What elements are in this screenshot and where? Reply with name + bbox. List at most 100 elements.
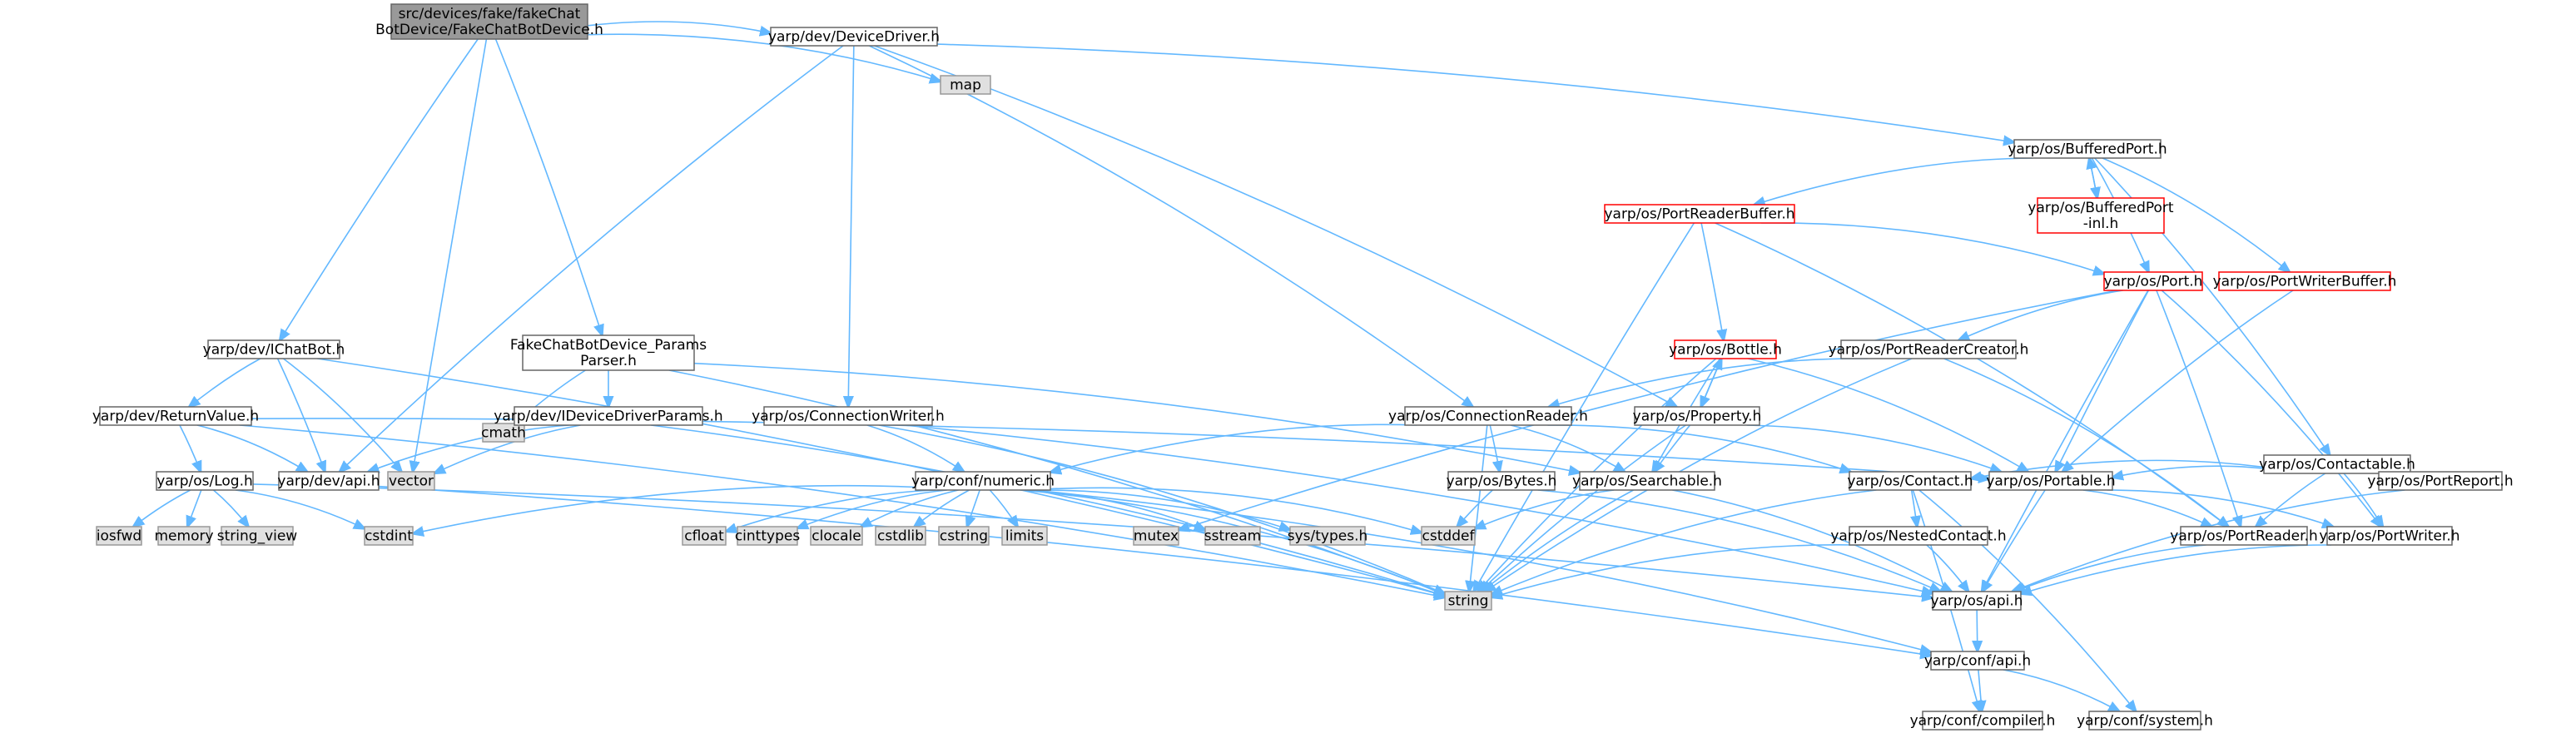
edge-contact-to-string: [1491, 489, 1877, 594]
node-searchable[interactable]: yarp/os/Searchable.h: [1572, 471, 1722, 491]
edge-numeric-to-cstddef: [1050, 487, 1422, 532]
node-compiler[interactable]: yarp/conf/compiler.h: [1910, 711, 2056, 731]
node-label: yarp/os/Portable.h: [1986, 473, 2115, 489]
node-portwriterbuffer[interactable]: yarp/os/PortWriterBuffer.h: [2213, 271, 2397, 291]
node-mutex[interactable]: mutex: [1133, 526, 1179, 546]
node-systypes[interactable]: sys/types.h: [1288, 526, 1368, 546]
node-cmath[interactable]: cmath: [481, 423, 526, 443]
node-label: cstdint: [365, 527, 413, 544]
node-contactable[interactable]: yarp/os/Contactable.h: [2259, 454, 2415, 474]
node-label: yarp/os/PortWriterBuffer.h: [2213, 273, 2397, 290]
node-connwriter[interactable]: yarp/os/ConnectionWriter.h: [752, 406, 945, 426]
node-label: yarp/os/Bottle.h: [1669, 341, 1782, 358]
node-memory[interactable]: memory: [154, 526, 214, 546]
edge-port-to-portreadercreator: [1958, 290, 2123, 340]
node-label: -inl.h: [2083, 215, 2119, 232]
node-box: [875, 526, 926, 546]
node-ichatbot[interactable]: yarp/dev/IChatBot.h: [203, 339, 345, 359]
node-cstdlib[interactable]: cstdlib: [875, 526, 926, 546]
edge-contactable-to-portreader: [2256, 473, 2326, 527]
node-portwriter[interactable]: yarp/os/PortWriter.h: [2319, 526, 2460, 546]
node-box: [96, 526, 142, 546]
node-bytes[interactable]: yarp/os/Bytes.h: [1447, 471, 1557, 491]
node-box: [221, 526, 294, 546]
node-cfloat[interactable]: cfloat: [682, 526, 727, 546]
node-cstring[interactable]: cstring: [938, 526, 990, 546]
edge-searchable-to-cstddef: [1475, 489, 1615, 528]
edge-nestedcontact-to-string: [1491, 544, 1855, 597]
edge-bufferedport-to-portreaderbuffer: [1755, 157, 2033, 205]
edge-property-to-searchable: [1654, 424, 1691, 472]
node-box: [390, 3, 588, 40]
node-box: [2326, 526, 2453, 546]
node-label: cstddef: [1422, 527, 1476, 544]
node-bufferedportinl[interactable]: yarp/os/BufferedPort-inl.h: [2028, 197, 2174, 234]
node-box: [1932, 591, 2022, 611]
node-label: FakeChatBotDevice_Params: [510, 337, 707, 354]
node-portable[interactable]: yarp/os/Portable.h: [1986, 471, 2116, 491]
node-devicedriver[interactable]: yarp/dev/DeviceDriver.h: [768, 27, 940, 47]
node-devapi[interactable]: yarp/dev/api.h: [277, 471, 380, 491]
node-osapi[interactable]: yarp/os/api.h: [1930, 591, 2023, 611]
node-label: yarp/os/BufferedPort: [2028, 200, 2173, 216]
node-port[interactable]: yarp/os/Port.h: [2103, 271, 2203, 291]
node-box: [1133, 526, 1179, 546]
node-bottle[interactable]: yarp/os/Bottle.h: [1669, 339, 1782, 359]
node-portreaderbuffer[interactable]: yarp/os/PortReaderBuffer.h: [1604, 204, 1795, 224]
edge-searchable-to-string: [1482, 489, 1634, 592]
node-box: [737, 526, 798, 546]
edge-port-to-osapi: [1982, 290, 2149, 592]
edge-bottle-to-portable: [1748, 358, 2028, 472]
node-box: [278, 471, 380, 491]
node-clocale[interactable]: clocale: [810, 526, 863, 546]
node-cstdint[interactable]: cstdint: [364, 526, 414, 546]
node-contact[interactable]: yarp/os/Contact.h: [1847, 471, 1973, 491]
node-portreader[interactable]: yarp/os/PortReader.h: [2170, 526, 2318, 546]
edge-portreadercreator-to-string: [1485, 358, 1913, 592]
edge-devapi-to-confapi: [378, 485, 1931, 656]
node-vector[interactable]: vector: [387, 471, 435, 491]
edge-numeric-to-limits: [989, 489, 1017, 527]
node-limits[interactable]: limits: [1001, 526, 1048, 546]
edge-devicedriver-to-connwriter: [848, 45, 855, 407]
edge-connreader-to-numeric: [1050, 423, 1417, 472]
node-property[interactable]: yarp/os/Property.h: [1633, 406, 1762, 426]
edge-paramsparser-to-string: [668, 369, 1445, 594]
node-portreport[interactable]: yarp/os/PortReport.h: [2367, 471, 2514, 491]
edge-numeric-to-confapi: [1033, 489, 1931, 652]
node-portreadercreator[interactable]: yarp/os/PortReaderCreator.h: [1829, 339, 2029, 359]
node-log[interactable]: yarp/os/Log.h: [156, 471, 254, 491]
node-box: [1404, 406, 1572, 426]
node-confapi[interactable]: yarp/conf/api.h: [1924, 651, 2031, 671]
node-label: yarp/dev/IChatBot.h: [203, 341, 345, 358]
node-sstream[interactable]: sstream: [1204, 526, 1261, 546]
edge-ichatbot-to-vector: [283, 358, 401, 472]
node-numeric[interactable]: yarp/conf/numeric.h: [911, 471, 1055, 491]
node-root[interactable]: src/devices/fake/fakeChatBotDevice/FakeC…: [375, 3, 603, 40]
node-string[interactable]: string: [1444, 591, 1492, 611]
node-cinttypes[interactable]: cinttypes: [735, 526, 800, 546]
node-nestedcontact[interactable]: yarp/os/NestedContact.h: [1830, 526, 2007, 546]
node-box: [2378, 471, 2503, 491]
edge-portreaderbuffer-to-string: [1474, 222, 1695, 592]
node-label: BotDevice/FakeChatBotDevice.h: [375, 22, 603, 38]
node-box: [1444, 591, 1492, 611]
edge-portreadercreator-to-portreader: [1943, 358, 2229, 527]
node-box: [514, 406, 703, 426]
node-iosfwd[interactable]: iosfwd: [96, 526, 142, 546]
node-system[interactable]: yarp/conf/system.h: [2077, 711, 2213, 731]
node-ideviceparams[interactable]: yarp/dev/IDeviceDriverParams.h: [494, 406, 723, 426]
edge-layer: [133, 21, 2405, 711]
edge-portreaderbuffer-to-port: [1761, 222, 2104, 274]
node-cstddef[interactable]: cstddef: [1421, 526, 1476, 546]
node-string-view[interactable]: string_view: [217, 526, 298, 546]
node-box: [682, 526, 727, 546]
node-label: yarp/os/ConnectionReader.h: [1388, 408, 1588, 424]
node-bufferedport[interactable]: yarp/os/BufferedPort.h: [2008, 139, 2167, 159]
node-returnvalue[interactable]: yarp/dev/ReturnValue.h: [92, 406, 259, 426]
node-label: yarp/dev/DeviceDriver.h: [768, 28, 940, 45]
node-box: [2263, 454, 2411, 474]
node-connreader[interactable]: yarp/os/ConnectionReader.h: [1388, 406, 1588, 426]
node-map[interactable]: map: [940, 75, 991, 95]
